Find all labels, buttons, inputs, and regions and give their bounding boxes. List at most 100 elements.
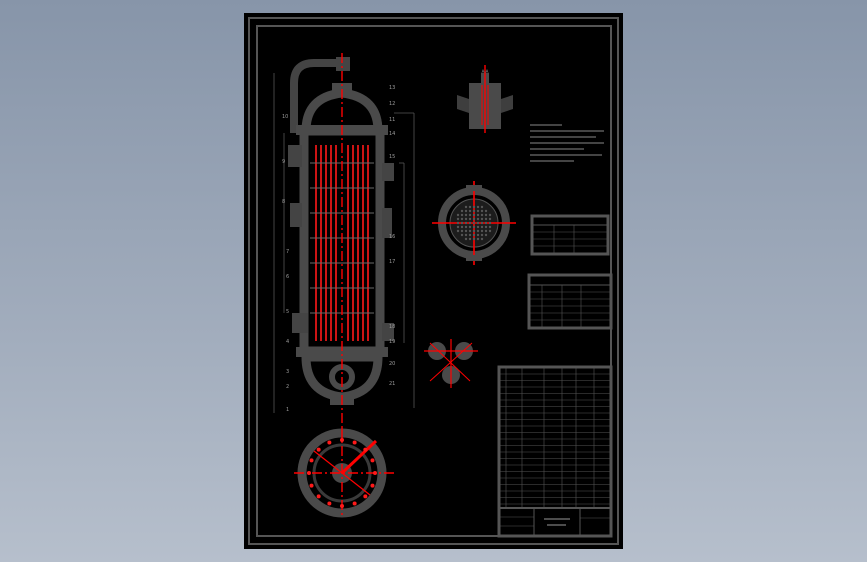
tube-hole	[484, 217, 488, 221]
leader-label: 7	[286, 249, 289, 255]
bolt-hole	[363, 494, 368, 499]
tube-hole	[484, 221, 488, 225]
leader-label: 12	[389, 101, 395, 107]
tube-hole	[464, 229, 468, 233]
bolt-hole	[340, 504, 344, 508]
bolt-hole	[370, 483, 375, 488]
tube-sheet-holes	[456, 205, 492, 241]
tube-hole	[476, 209, 480, 213]
leader-label: 11	[389, 117, 395, 123]
leader-label: 20	[389, 361, 395, 367]
section-label: A-A	[482, 69, 489, 74]
tube-hole	[456, 217, 460, 221]
bolt-hole	[309, 483, 314, 488]
triangle-pitch-detail	[424, 339, 478, 388]
bolt-hole	[352, 501, 357, 506]
bolt-hole	[370, 458, 375, 463]
tube-hole	[468, 213, 472, 217]
tube-hole	[484, 209, 488, 213]
nozzle-detail: A-A	[457, 65, 513, 133]
leader-label: 6	[286, 274, 289, 280]
tube-hole	[464, 233, 468, 237]
leader-label: 19	[389, 339, 395, 345]
bolt-hole	[373, 471, 377, 475]
tube-hole	[464, 209, 468, 213]
parts-list-rows	[499, 373, 611, 505]
tube-hole	[464, 205, 468, 209]
outer-frame	[248, 17, 619, 545]
nozzle-table	[527, 273, 613, 330]
leader-label: 21	[389, 381, 395, 387]
tube-hole	[476, 233, 480, 237]
tube-hole	[472, 237, 476, 241]
bolt-hole	[352, 440, 357, 445]
leader-label: 4	[286, 339, 289, 345]
tube-hole	[480, 225, 484, 229]
tube-hole	[468, 217, 472, 221]
technical-drawing: 13 12 11 14 15 16 17 18 19 20 21 10 9 8 …	[248, 17, 619, 545]
tube-hole	[472, 229, 476, 233]
leader-label: 1	[286, 407, 289, 413]
leader-label: 3	[286, 369, 289, 375]
tube-hole	[476, 229, 480, 233]
tube-hole	[480, 237, 484, 241]
bolt-hole	[316, 494, 321, 499]
bolt-hole	[327, 501, 332, 506]
tube-hole	[468, 225, 472, 229]
bottom-flange-view	[294, 428, 394, 518]
leader-label: 9	[282, 159, 285, 165]
leader-label: 10	[282, 114, 288, 120]
tube-hole	[468, 233, 472, 237]
tube-bundle	[315, 145, 369, 341]
tube-hole	[456, 225, 460, 229]
tube-hole	[468, 205, 472, 209]
heat-exchanger-vessel	[288, 57, 394, 405]
tube-hole	[476, 237, 480, 241]
design-data-table	[530, 214, 610, 256]
tube-hole	[460, 233, 464, 237]
tube-hole	[484, 233, 488, 237]
tube-hole	[484, 229, 488, 233]
tube-hole	[480, 233, 484, 237]
leader-labels: 13 12 11 14 15 16 17 18 19 20 21 10 9 8 …	[282, 85, 395, 413]
tube-hole	[456, 229, 460, 233]
tube-hole	[460, 221, 464, 225]
tube-hole	[480, 205, 484, 209]
bolt-hole	[307, 471, 311, 475]
tube-hole	[472, 205, 476, 209]
leader-label: 15	[389, 154, 395, 160]
leader-label: 17	[389, 259, 395, 265]
leader-label: 13	[389, 85, 395, 91]
tube-hole	[488, 225, 492, 229]
tube-hole	[468, 229, 472, 233]
tube-hole	[456, 213, 460, 217]
tube-hole	[460, 209, 464, 213]
tube-hole	[472, 217, 476, 221]
tube-hole	[488, 229, 492, 233]
leader-label: 8	[282, 199, 285, 205]
tube-hole	[472, 233, 476, 237]
tube-hole	[480, 213, 484, 217]
tube-hole	[484, 225, 488, 229]
tube-hole	[464, 225, 468, 229]
bolt-hole	[340, 438, 344, 442]
leader-label: 2	[286, 384, 289, 390]
tube-hole	[464, 221, 468, 225]
bolt-hole	[363, 447, 368, 452]
flange-bolt-holes	[307, 438, 377, 508]
leader-label: 16	[389, 234, 395, 240]
bolt-hole	[327, 440, 332, 445]
tube-hole	[468, 237, 472, 241]
tube-hole	[480, 209, 484, 213]
tube-hole	[472, 209, 476, 213]
tube-hole	[484, 213, 488, 217]
tube-hole	[476, 217, 480, 221]
tube-hole	[472, 221, 476, 225]
tube-hole	[464, 217, 468, 221]
tube-hole	[480, 229, 484, 233]
drawing-sheet: 13 12 11 14 15 16 17 18 19 20 21 10 9 8 …	[244, 13, 623, 549]
tube-hole	[468, 221, 472, 225]
tube-hole	[460, 225, 464, 229]
tube-hole	[480, 217, 484, 221]
leader-label: 5	[286, 309, 289, 315]
